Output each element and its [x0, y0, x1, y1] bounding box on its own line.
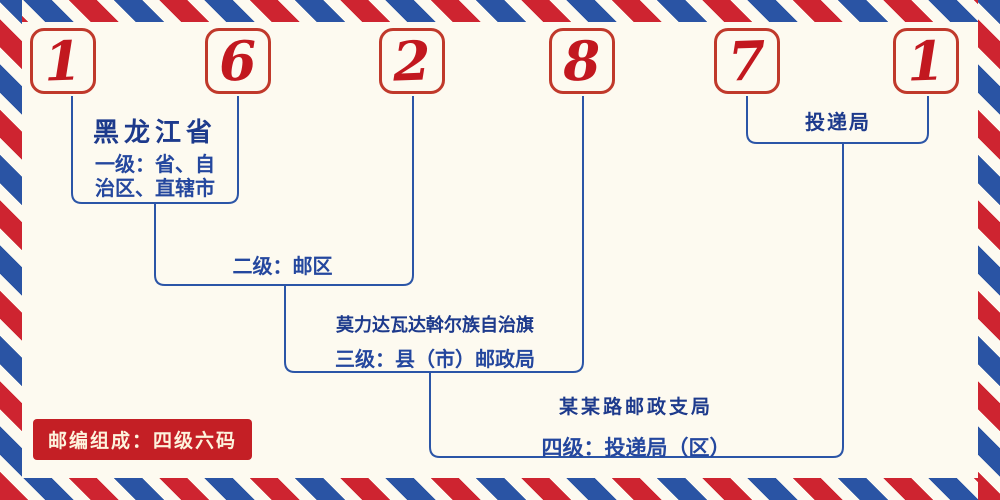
level1-label: 一级：省、自治区、直辖市 — [95, 154, 215, 200]
airmail-stripe-border-right — [978, 0, 1000, 500]
digit-box-2: 6 — [205, 28, 271, 94]
digit-box-5: 7 — [714, 28, 780, 94]
digit-4: 8 — [562, 28, 602, 94]
level4-annotation: 某某路邮政支局 四级：投递局（区） — [486, 392, 786, 462]
level3-place-name: 莫力达瓦达斡尔族自治旗 — [336, 315, 534, 335]
level3-label: 三级：县（市）邮政局 — [335, 349, 535, 371]
delivery-office-label: 投递局 — [805, 112, 871, 134]
level3-annotation: 莫力达瓦达斡尔族自治旗 三级：县（市）邮政局 — [285, 311, 585, 372]
digit-2: 6 — [218, 28, 258, 94]
airmail-stripe-border-top — [0, 0, 1000, 22]
level1-region-name: 黑龙江省 — [92, 117, 217, 147]
composition-badge: 邮编组成：四级六码 — [33, 419, 253, 460]
airmail-stripe-border-left — [0, 0, 22, 500]
digit-5: 7 — [727, 28, 767, 94]
level1-annotation: 黑龙江省 一级：省、自治区、直辖市 — [70, 112, 240, 201]
digit-box-1: 1 — [30, 28, 96, 94]
airmail-stripe-border-bottom — [0, 478, 1000, 500]
digit-6: 1 — [906, 28, 946, 94]
digit-1: 1 — [43, 28, 83, 94]
level4-label: 四级：投递局（区） — [541, 437, 731, 460]
digit-3: 2 — [392, 28, 432, 94]
digit-box-6: 1 — [893, 28, 959, 94]
digit-box-4: 8 — [549, 28, 615, 94]
level2-label: 二级：邮区 — [232, 256, 333, 278]
level4-place-name: 某某路邮政支局 — [558, 397, 713, 418]
digit-box-3: 2 — [379, 28, 445, 94]
